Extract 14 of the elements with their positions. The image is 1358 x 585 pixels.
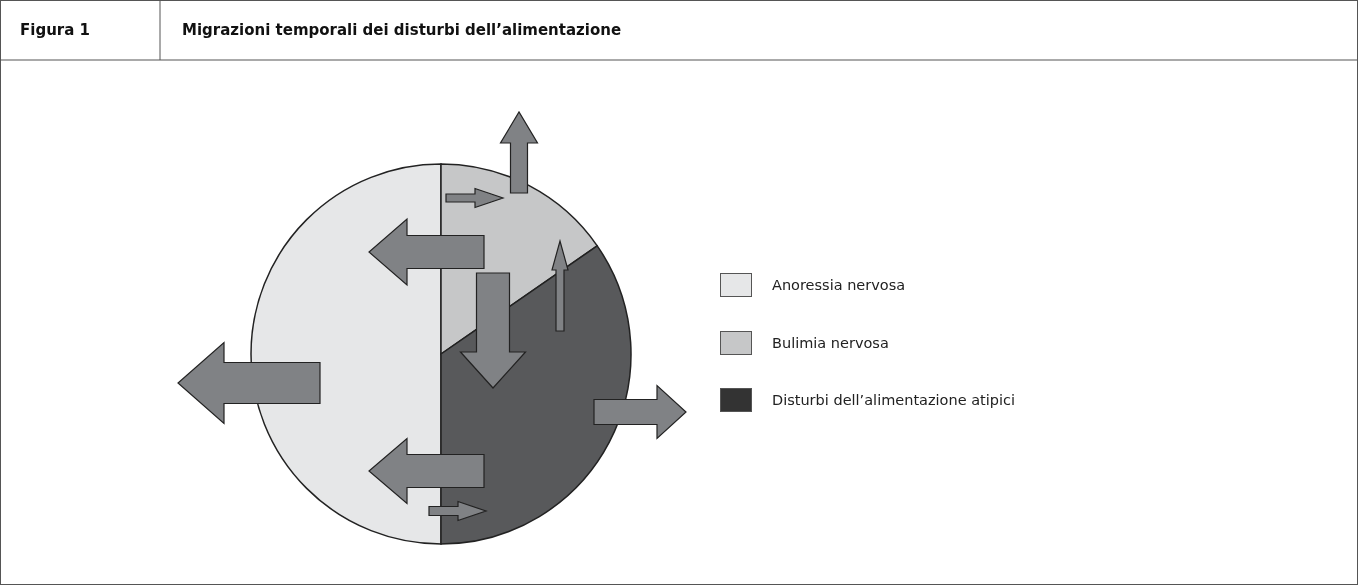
legend-label: Anoressia nervosa [772,277,906,293]
figure-number: Figura 1 [20,21,90,39]
block-arrow [177,341,321,425]
block-arrow [551,238,569,332]
block-arrow [499,110,539,194]
block-arrow [445,187,505,209]
figure-title: Migrazioni temporali dei disturbi dell’alimentazione [182,21,622,39]
block-arrow [368,437,485,505]
block-arrow [428,500,488,522]
block-arrow [593,384,687,440]
legend-label: Bulimia nervosa [772,334,889,351]
legend-label: Disturbi dell’alimentazione atipici [772,392,1016,408]
block-arrow [368,217,485,287]
block-arrow [459,272,527,389]
